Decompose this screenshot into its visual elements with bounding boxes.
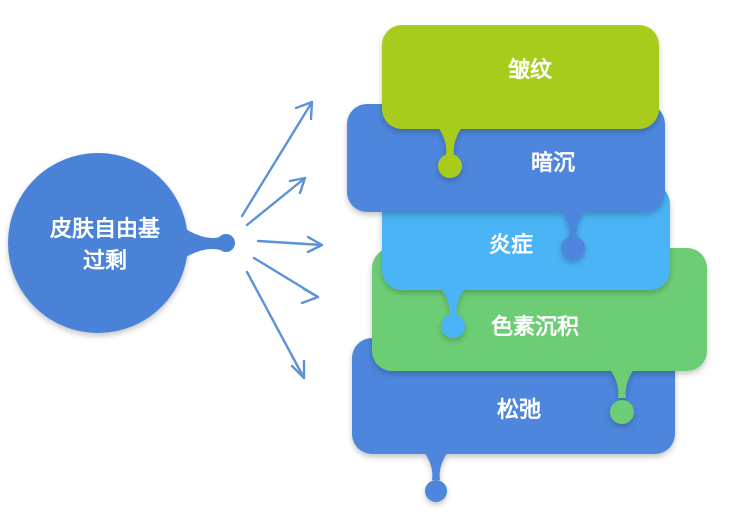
- arrow-2: [245, 176, 307, 227]
- problem-label-wrinkles: 皱纹: [507, 58, 552, 83]
- problem-box-1: [382, 25, 659, 178]
- center-connector: [184, 228, 220, 258]
- center-node: [8, 153, 235, 333]
- arrow-3: [256, 235, 324, 254]
- center-circle: [8, 153, 188, 333]
- center-connector-dot: [217, 234, 235, 252]
- arrow-1: [240, 100, 314, 218]
- problem-label-pigmentation: 色素沉积: [490, 315, 579, 340]
- center-label: 皮肤自由基 过剩: [20, 214, 190, 278]
- problem-label-sagging: 松弛: [496, 398, 541, 423]
- arrow-4: [252, 256, 320, 305]
- problem-label-inflammation: 炎症: [488, 233, 533, 258]
- center-label-line2: 过剩: [82, 249, 127, 274]
- arrow-5: [245, 270, 306, 380]
- arrows: [240, 100, 324, 380]
- problem-box-2: [347, 104, 665, 260]
- problem-label-dullness: 暗沉: [530, 151, 575, 176]
- center-label-line1: 皮肤自由基: [49, 217, 160, 242]
